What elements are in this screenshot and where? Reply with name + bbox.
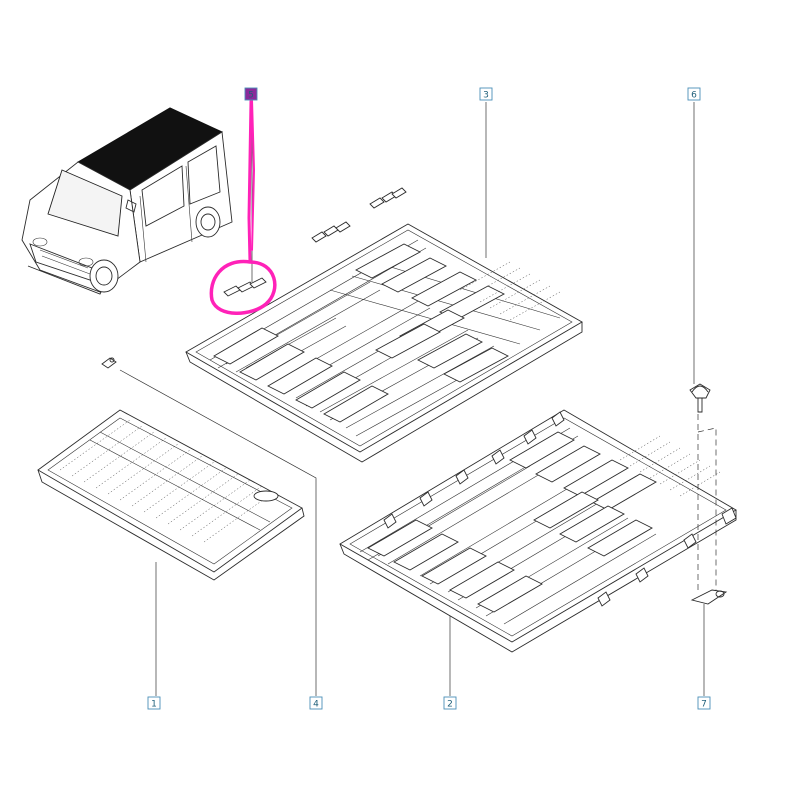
callout-6-label: 6 — [691, 91, 697, 101]
lower-floor-panel — [339, 409, 737, 653]
callout-5[interactable]: 5 — [244, 87, 258, 101]
leader-lines — [119, 102, 705, 696]
roof-panel — [37, 409, 305, 581]
callout-2-label: 2 — [447, 700, 453, 710]
small-clip — [101, 357, 117, 369]
callout-1-label: 1 — [151, 700, 157, 710]
callout-5-label: 5 — [248, 91, 254, 101]
callout-7[interactable]: 7 — [697, 696, 711, 710]
push-rivet-fastener — [689, 383, 711, 413]
retaining-clip — [690, 589, 728, 605]
highlight-annotation — [209, 99, 277, 315]
callout-2[interactable]: 2 — [443, 696, 457, 710]
callout-1[interactable]: 1 — [147, 696, 161, 710]
callout-3-label: 3 — [483, 91, 489, 101]
upper-floor-panel — [185, 223, 583, 463]
callout-3[interactable]: 3 — [479, 87, 493, 101]
fastener-clips — [223, 187, 407, 297]
callout-4-label: 4 — [313, 700, 319, 710]
callout-6[interactable]: 6 — [687, 87, 701, 101]
van-illustration — [21, 107, 233, 295]
callout-4[interactable]: 4 — [309, 696, 323, 710]
callout-7-label: 7 — [701, 700, 707, 710]
